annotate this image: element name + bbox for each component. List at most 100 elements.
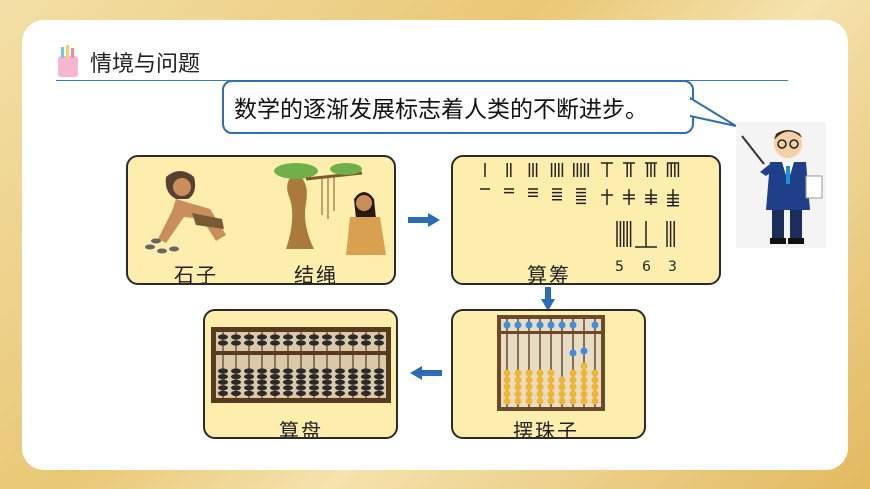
abacus-bead bbox=[374, 374, 384, 380]
bead-yellow bbox=[536, 376, 544, 384]
bead-yellow bbox=[525, 376, 533, 384]
page-title: 情境与问题 bbox=[90, 52, 201, 77]
bead-blue bbox=[580, 347, 588, 355]
bead-yellow bbox=[558, 383, 566, 391]
abacus-bead bbox=[257, 368, 267, 374]
bead-blue bbox=[503, 321, 511, 329]
bead-yellow bbox=[580, 362, 588, 370]
abacus-bead bbox=[348, 340, 358, 346]
abacus-bead bbox=[309, 385, 319, 391]
abacus-bead bbox=[335, 334, 345, 340]
abacus-bead bbox=[309, 379, 319, 385]
abacus-bead bbox=[218, 368, 228, 374]
abacus-bead bbox=[296, 385, 306, 391]
bead-yellow bbox=[514, 376, 522, 384]
bead-board-illustration bbox=[497, 315, 605, 411]
beads-label: 摆珠子 bbox=[513, 419, 579, 439]
abacus-bead bbox=[270, 390, 280, 396]
abacus-bead bbox=[322, 334, 332, 340]
abacus-bead bbox=[348, 374, 358, 380]
card-abacus: 算盘 bbox=[203, 309, 398, 439]
bead-yellow bbox=[525, 369, 533, 377]
bubble-tail bbox=[690, 96, 737, 127]
bead-yellow bbox=[569, 390, 577, 398]
abacus-bead bbox=[335, 390, 345, 396]
bead-yellow bbox=[514, 383, 522, 391]
bead-yellow bbox=[547, 390, 555, 398]
abacus-bead bbox=[283, 334, 293, 340]
abacus-bead bbox=[283, 368, 293, 374]
abacus-bead bbox=[270, 368, 280, 374]
bead-yellow bbox=[503, 397, 511, 405]
stones-label: 石子 bbox=[174, 263, 218, 285]
abacus-bead bbox=[322, 340, 332, 346]
bead-blue bbox=[569, 349, 577, 357]
bead-yellow bbox=[547, 376, 555, 384]
bead-yellow bbox=[547, 383, 555, 391]
bead-yellow bbox=[569, 397, 577, 405]
bead-yellow bbox=[547, 369, 555, 377]
abacus-bead bbox=[361, 379, 371, 385]
abacus-bead bbox=[244, 379, 254, 385]
bead-yellow bbox=[591, 369, 599, 377]
abacus-bead bbox=[322, 385, 332, 391]
abacus-bead bbox=[361, 340, 371, 346]
bubble-text: 数学的逐渐发展标志着人类的不断进步。 bbox=[234, 97, 648, 123]
bead-yellow bbox=[536, 390, 544, 398]
abacus-bead bbox=[231, 390, 241, 396]
abacus-bead bbox=[244, 390, 254, 396]
card-counting-rods: 5 6 3 算筹 bbox=[451, 155, 721, 285]
abacus-bead bbox=[322, 379, 332, 385]
card-stones-rope: 石子 结绳 bbox=[126, 155, 396, 285]
abacus-bead bbox=[218, 374, 228, 380]
abacus-bead bbox=[270, 379, 280, 385]
abacus-bead bbox=[283, 340, 293, 346]
abacus-bead bbox=[270, 334, 280, 340]
abacus-bead bbox=[309, 374, 319, 380]
abacus-bead bbox=[361, 390, 371, 396]
abacus-bead bbox=[257, 334, 267, 340]
abacus-bead bbox=[335, 368, 345, 374]
abacus-bead bbox=[270, 340, 280, 346]
abacus-bead bbox=[283, 385, 293, 391]
rods-digit: 3 bbox=[668, 259, 677, 275]
abacus-bead bbox=[296, 374, 306, 380]
abacus-bead bbox=[335, 374, 345, 380]
bead-yellow bbox=[591, 397, 599, 405]
abacus-bead bbox=[231, 385, 241, 391]
abacus-bead bbox=[361, 334, 371, 340]
abacus-bead bbox=[283, 374, 293, 380]
abacus-bead bbox=[231, 340, 241, 346]
abacus-bead bbox=[296, 379, 306, 385]
abacus-bead bbox=[283, 390, 293, 396]
bead-yellow bbox=[591, 390, 599, 398]
abacus-bead bbox=[348, 390, 358, 396]
abacus-bead bbox=[270, 385, 280, 391]
abacus-bead bbox=[309, 340, 319, 346]
abacus-bead bbox=[296, 368, 306, 374]
rods-label: 算筹 bbox=[527, 263, 571, 285]
abacus-bead bbox=[309, 334, 319, 340]
bead-yellow bbox=[525, 397, 533, 405]
abacus-bead bbox=[231, 374, 241, 380]
speech-bubble: 数学的逐渐发展标志着人类的不断进步。 bbox=[222, 80, 694, 134]
bead-yellow bbox=[514, 390, 522, 398]
bead-yellow bbox=[569, 369, 577, 377]
bead-yellow bbox=[525, 383, 533, 391]
abacus-bead bbox=[244, 374, 254, 380]
abacus-bead bbox=[348, 385, 358, 391]
bead-yellow bbox=[569, 376, 577, 384]
bead-yellow bbox=[536, 369, 544, 377]
abacus-bead bbox=[218, 390, 228, 396]
bead-yellow bbox=[580, 369, 588, 377]
bead-yellow bbox=[591, 383, 599, 391]
bead-yellow bbox=[547, 397, 555, 405]
bead-yellow bbox=[514, 369, 522, 377]
abacus-bead bbox=[374, 390, 384, 396]
abacus-bead bbox=[244, 334, 254, 340]
abacus-bead bbox=[309, 368, 319, 374]
rods-digit: 5 bbox=[615, 259, 624, 275]
abacus-bead bbox=[348, 368, 358, 374]
abacus-bead bbox=[257, 379, 267, 385]
rope-label: 结绳 bbox=[294, 263, 338, 285]
